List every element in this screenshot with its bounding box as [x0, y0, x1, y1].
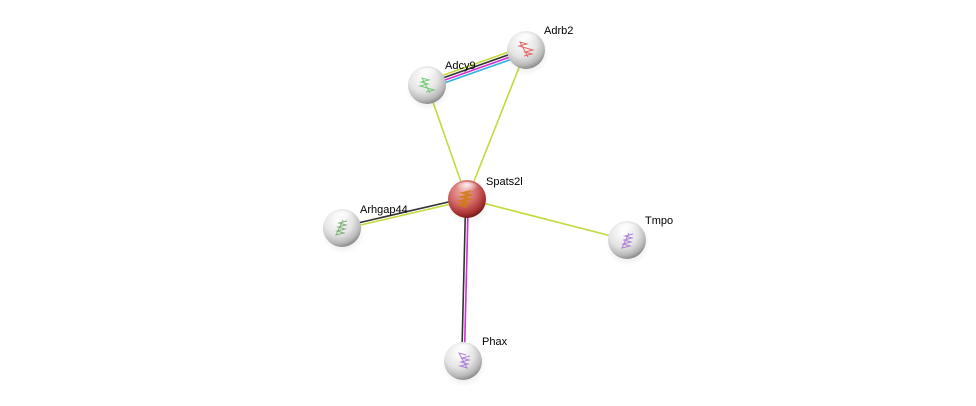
node-adrb2[interactable]: Adrb2 — [505, 25, 573, 76]
node-label: Adcy9 — [445, 60, 476, 72]
node-label: Arhgap44 — [360, 204, 408, 216]
node-highlight — [514, 33, 538, 47]
protein-structure-icon — [458, 352, 471, 369]
edge-spats2l-phax[interactable] — [460, 198, 470, 362]
node-adcy9[interactable]: Adcy9 — [406, 60, 476, 111]
node-label: Phax — [482, 336, 508, 348]
edge-evidence-textmining — [466, 198, 628, 241]
node-label: Tmpo — [645, 215, 673, 227]
node-highlight — [415, 68, 439, 82]
node-highlight — [455, 182, 479, 196]
node-tmpo[interactable]: Tmpo — [606, 215, 673, 266]
edge-spats2l-tmpo[interactable] — [466, 198, 628, 241]
node-label: Spats2l — [486, 176, 523, 188]
edge-evidence-coexpression — [460, 198, 467, 361]
edge-evidence-textmining — [466, 49, 527, 200]
node-highlight — [330, 211, 354, 225]
node-spats2l[interactable]: Spats2l — [446, 176, 523, 225]
edge-evidence-experiments — [463, 199, 470, 362]
node-highlight — [615, 223, 639, 237]
node-arhgap44[interactable]: Arhgap44 — [321, 204, 408, 254]
edge-adrb2-spats2l[interactable] — [466, 49, 527, 200]
node-highlight — [451, 344, 475, 358]
node-phax[interactable]: Phax — [442, 336, 508, 387]
node-label: Adrb2 — [544, 25, 573, 37]
